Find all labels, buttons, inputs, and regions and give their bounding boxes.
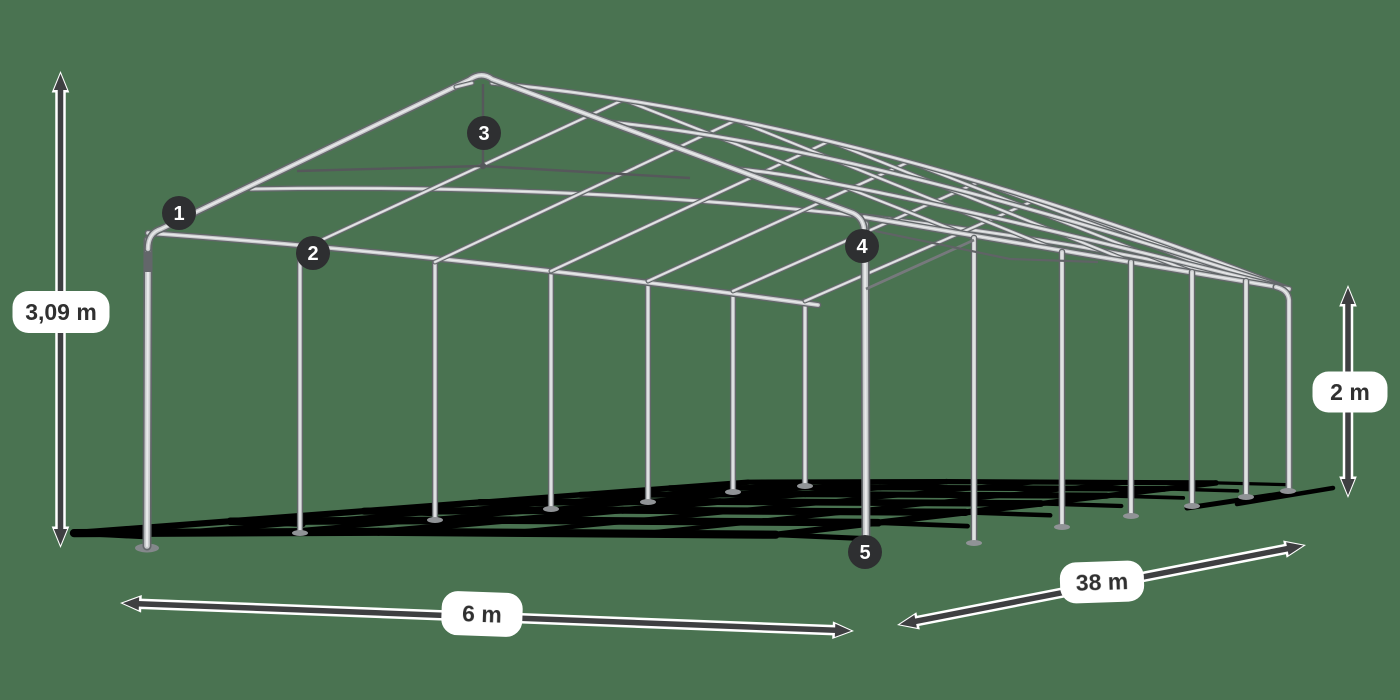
- svg-text:6 m: 6 m: [462, 600, 503, 627]
- svg-text:1: 1: [173, 203, 184, 225]
- svg-text:4: 4: [856, 236, 868, 258]
- svg-text:2: 2: [307, 243, 318, 265]
- svg-text:2 m: 2 m: [1330, 379, 1370, 405]
- svg-text:3: 3: [478, 123, 489, 145]
- svg-text:38 m: 38 m: [1075, 568, 1128, 596]
- svg-text:5: 5: [859, 542, 870, 564]
- svg-text:3,09 m: 3,09 m: [25, 299, 97, 325]
